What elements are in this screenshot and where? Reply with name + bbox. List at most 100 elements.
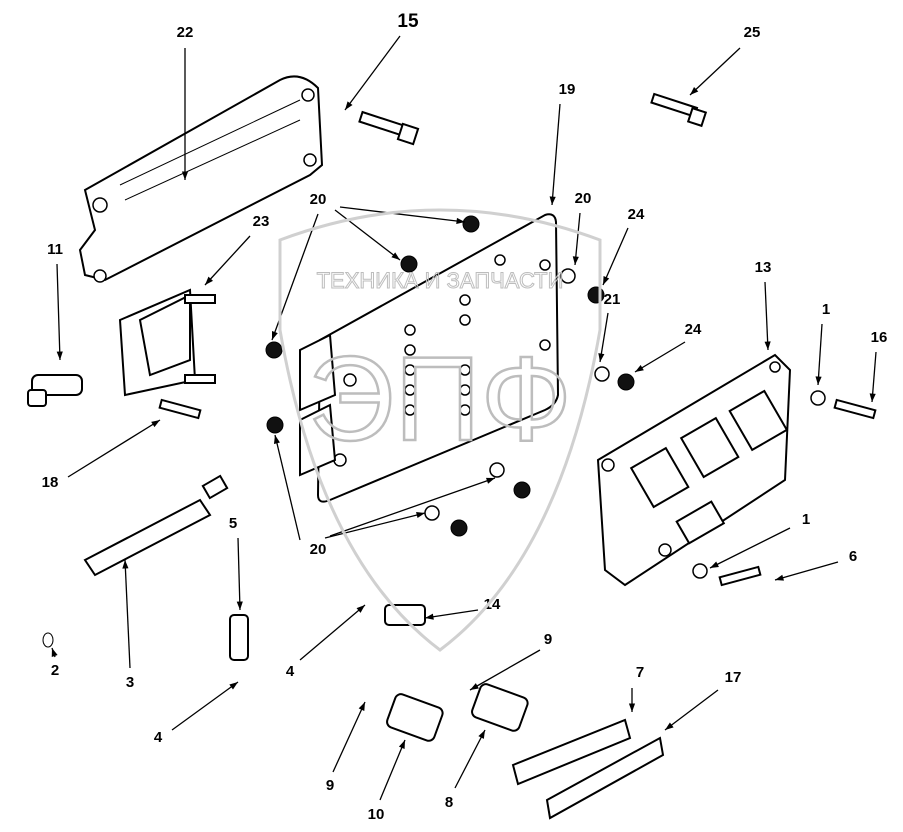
arrowhead [358, 702, 365, 711]
leader-line-20 [274, 434, 301, 541]
leader-line-8 [454, 729, 486, 789]
callout-25-bolt: 25 [744, 24, 761, 41]
arrowhead [273, 435, 280, 444]
arrowhead [764, 341, 771, 350]
sensor-bracket-23 [118, 288, 216, 420]
arrowhead [398, 740, 405, 749]
callout-11-sensor: 11 [47, 241, 63, 258]
callout-24-nut: 24 [628, 206, 645, 223]
label-7 [511, 718, 632, 786]
leader-line-11 [56, 263, 61, 361]
leader-line-23 [204, 235, 251, 286]
leader-line-15 [344, 35, 401, 111]
leader-line-6 [774, 561, 839, 581]
leader-line-20 [339, 206, 466, 223]
callout-1-washer: 1 [802, 511, 810, 528]
callout-23-sensor-bracket: 23 [253, 213, 270, 230]
bracket-22 [78, 75, 324, 283]
callout-15-bolt: 15 [397, 11, 419, 32]
callout-13-ecm: 13 [755, 259, 772, 276]
mounting-plate-19 [299, 213, 560, 503]
arrowhead [51, 648, 58, 657]
callout-16-bolt: 16 [871, 329, 888, 346]
leader-line-4 [299, 604, 366, 661]
callout-3-sensor: 3 [126, 674, 134, 691]
callout-1-washer: 1 [822, 301, 830, 318]
sensor-5 [229, 614, 249, 661]
arrowhead [598, 353, 605, 362]
sensor-10 [386, 693, 444, 742]
arrowhead [572, 256, 579, 265]
leader-line-20 [324, 512, 426, 539]
sensor-3 [83, 474, 229, 577]
arrowhead [665, 722, 674, 730]
callout-9-o-ring: 9 [326, 777, 334, 794]
arrowhead [869, 393, 876, 402]
arrowhead [425, 613, 434, 620]
callout-4-o-ring: 4 [286, 663, 295, 680]
callout-21-washer: 21 [604, 291, 621, 308]
arrowhead [122, 560, 129, 569]
leader-line-18 [67, 419, 161, 478]
leader-line-19 [551, 103, 561, 206]
leader-line-3 [124, 559, 131, 669]
arrowhead [775, 574, 784, 581]
arrowhead [690, 86, 699, 95]
bolt-25 [650, 92, 708, 128]
callout-9-o-ring: 9 [544, 631, 552, 648]
bolt-16 [833, 398, 877, 420]
leader-line-1 [817, 323, 823, 386]
callout-10-sensor: 10 [368, 806, 385, 823]
callout-8-sensor: 8 [445, 794, 453, 811]
arrowhead [151, 420, 160, 428]
leader-line-24 [602, 227, 629, 286]
o-ring-2 [42, 632, 54, 648]
arrowhead [603, 276, 610, 285]
leader-line-17 [664, 689, 719, 731]
arrowhead [229, 682, 238, 690]
arrowhead [549, 196, 556, 205]
callout-20-isolator: 20 [575, 190, 592, 207]
sensor-14 [384, 604, 426, 626]
bolt-15 [358, 110, 420, 146]
arrowhead [635, 365, 644, 372]
leader-line-20 [334, 209, 401, 261]
callout-22-bracket: 22 [177, 24, 194, 41]
arrowhead [628, 703, 636, 712]
callout-2-o-ring: 2 [51, 662, 59, 679]
label-17 [545, 736, 665, 820]
arrowhead [710, 561, 719, 568]
leader-line-9 [332, 701, 366, 773]
leader-line-24 [634, 341, 686, 373]
sensor-8 [471, 683, 529, 732]
arrowhead [345, 101, 353, 110]
leader-line-10 [379, 739, 406, 801]
callout-7-label: 7 [636, 664, 644, 681]
callout-17-label: 17 [725, 669, 742, 686]
callout-20-isolator: 20 [310, 191, 327, 208]
arrowhead [272, 331, 278, 340]
callout-19-mounting-plate: 19 [559, 81, 576, 98]
arrowhead [181, 171, 189, 180]
callout-4-o-ring: 4 [154, 729, 163, 746]
leader-line-20 [271, 213, 319, 341]
callout-6-screw: 6 [849, 548, 857, 565]
leader-line-25 [689, 47, 741, 96]
ecm-13 [596, 353, 792, 587]
leader-line-13 [764, 281, 769, 351]
arrowhead [416, 512, 425, 519]
arrowhead [486, 477, 495, 484]
arrowhead [391, 252, 400, 260]
callout-5-sensor: 5 [229, 515, 237, 532]
arrowhead [478, 730, 485, 739]
leader-line-1 [709, 527, 791, 569]
leader-line-5 [237, 537, 241, 611]
screw-6 [718, 565, 762, 587]
arrowhead [56, 351, 63, 360]
arrowhead [815, 376, 822, 385]
arrowhead [236, 601, 243, 610]
callout-24-nut: 24 [685, 321, 702, 338]
leader-line-4 [171, 681, 239, 731]
